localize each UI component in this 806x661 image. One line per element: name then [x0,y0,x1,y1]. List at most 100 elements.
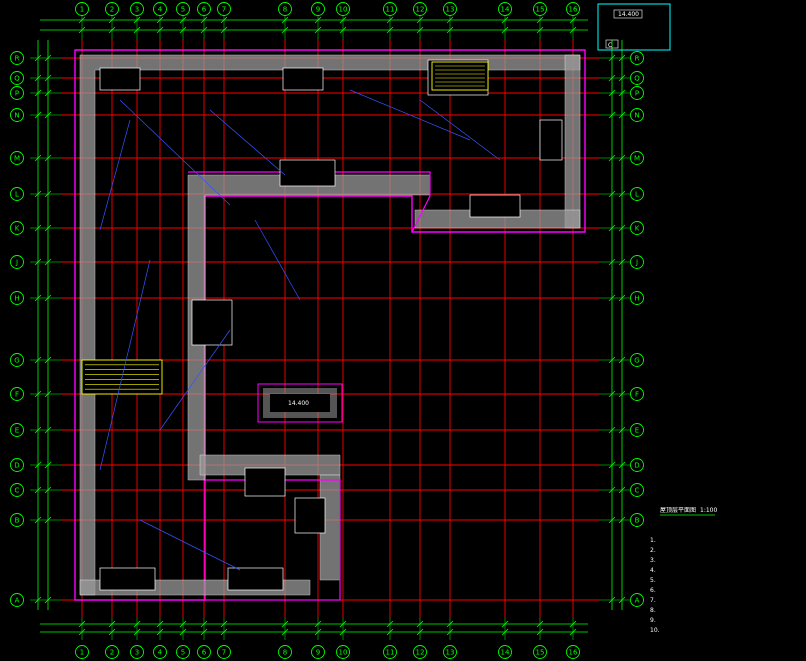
axis-bottom-11-circle [383,645,397,659]
axis-right-H: H [630,291,644,305]
axis-left-D-circle [10,458,24,472]
axis-top-10: 10 [336,2,350,16]
axis-right-B-label: B [635,517,640,525]
axis-left-E-circle [10,423,24,437]
axis-bottom-3: 3 [130,645,144,659]
axis-top-7: 7 [217,2,231,16]
axis-right-H-circle [630,291,644,305]
axis-top-6-circle [197,2,211,16]
axis-right-K-label: K [635,225,640,233]
axis-left-C-circle [10,483,24,497]
axis-right-K: K [630,221,644,235]
axis-right-A: A [630,593,644,607]
axis-bottom-2: 2 [105,645,119,659]
axis-left-N-label: N [14,112,19,120]
roof-hatch-0 [99,67,141,91]
axis-top-6: 6 [197,2,211,16]
axis-bottom-10-label: 10 [339,649,348,657]
leader-line-2 [419,99,501,161]
axis-top-10-label: 10 [339,6,348,14]
axis-top-12-label: 12 [416,6,425,14]
axis-right-P-circle [630,86,644,100]
axis-bottom-8-label: 8 [283,649,287,657]
note-line-2: 2. [650,547,656,554]
axis-top-15-label: 15 [536,6,545,14]
axis-left-E: E [10,423,24,437]
axis-right-C-circle [630,483,644,497]
axis-right-Q: Q [630,71,644,85]
axis-right-D-circle [630,458,644,472]
axis-bottom-16: 16 [566,645,580,659]
axis-left-M: M [10,151,24,165]
axis-bottom-6: 6 [197,645,211,659]
axis-left-H: H [10,291,24,305]
axis-bottom-11-label: 11 [386,649,395,657]
axis-top-13-label: 13 [446,6,455,14]
axis-right-P: P [630,86,644,100]
axis-bottom-5-circle [176,645,190,659]
leader-line-4 [159,329,231,431]
axis-top-8-label: 8 [283,6,287,14]
axis-top-8: 8 [278,2,292,16]
axis-top-3-label: 3 [135,6,139,14]
axis-left-B: B [10,513,24,527]
axis-right-R-circle [630,51,644,65]
axis-right-D-label: D [634,462,639,470]
axis-bottom-8-circle [278,645,292,659]
axis-right-N: N [630,108,644,122]
axis-left-A: A [10,593,24,607]
axis-top-14-label: 14 [501,6,510,14]
axis-left-N-circle [10,108,24,122]
axis-left-C: C [10,483,24,497]
note-line-7: 7. [650,597,656,604]
axis-top-1-label: 1 [80,6,84,14]
axis-top-3-circle [130,2,144,16]
axis-top-10-circle [336,2,350,16]
note-line-8: 8. [650,607,656,614]
axis-left-M-circle [10,151,24,165]
axis-left-K-circle [10,221,24,235]
key-plan-label: C [608,42,612,49]
axis-left-L-label: L [15,191,19,199]
axis-right-K-circle [630,221,644,235]
axis-top-11-label: 11 [386,6,395,14]
axis-left-Q: Q [10,71,24,85]
axis-top-4-circle [153,2,167,16]
roof-hatch-5 [469,194,521,218]
axis-right-D: D [630,458,644,472]
axis-top-13-circle [443,2,457,16]
axis-top-13: 13 [443,2,457,16]
axis-right-A-label: A [635,597,640,605]
axis-bottom-16-label: 16 [569,649,578,657]
axis-right-J-circle [630,255,644,269]
axis-right-C: C [630,483,644,497]
axis-top-14: 14 [498,2,512,16]
axis-right-B-circle [630,513,644,527]
axis-left-P: P [10,86,24,100]
axis-right-L: L [630,187,644,201]
title-block: 屋顶层平面图 1:100 [660,507,717,516]
roof-hatch-7 [244,467,286,497]
axis-bottom-15: 15 [533,645,547,659]
axis-left-A-circle [10,593,24,607]
axis-top-2: 2 [105,2,119,16]
axis-top-14-circle [498,2,512,16]
roof-hatch-3 [539,119,563,161]
axis-top-12: 12 [413,2,427,16]
building-outline [74,49,586,601]
axis-right-Q-circle [630,71,644,85]
roof-hatch-9 [99,567,156,591]
axis-bottom-14-label: 14 [501,649,510,657]
axis-right-H-label: H [634,295,639,303]
axis-right-G-circle [630,353,644,367]
axis-right-E: E [630,423,644,437]
axis-right-M-label: M [634,155,640,163]
axis-bottom-3-circle [130,645,144,659]
axis-top-1: 1 [75,2,89,16]
axis-top-4: 4 [153,2,167,16]
axis-right-F: F [630,387,644,401]
axis-bottom-4-label: 4 [158,649,163,657]
